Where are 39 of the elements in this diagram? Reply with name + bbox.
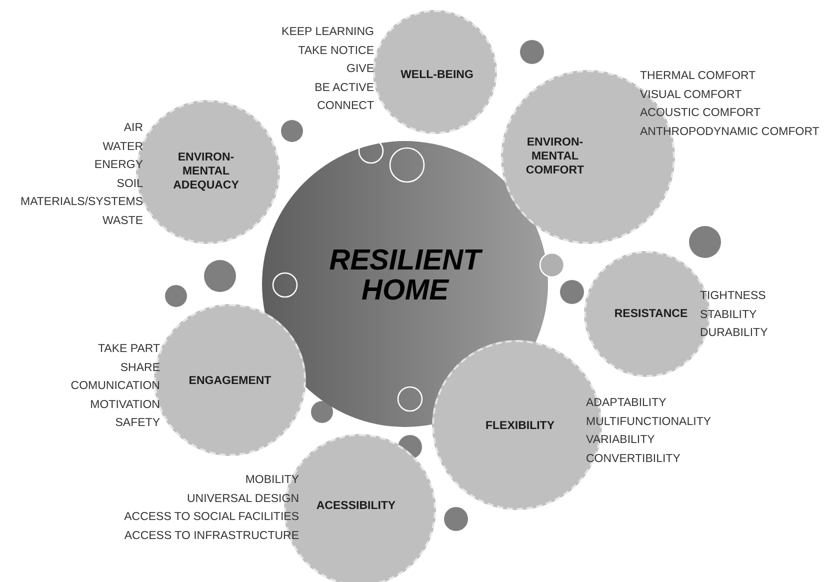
list-item: MATERIALS/SYSTEMS [20,195,143,209]
list-item: KEEP LEARNING [282,25,374,39]
list-item: ADAPTABILITY [586,396,666,410]
category-label: RESISTANCE [613,308,689,322]
list-item: VARIABILITY [586,433,655,447]
category-label: ACESSIBILITY [315,500,397,514]
category-label: ENGAGEMENT [188,375,272,389]
list-item: AIR [124,121,143,135]
list-item: WASTE [102,214,143,228]
list-item: ANTHROPODYNAMIC COMFORT [640,124,820,138]
list-item: CONNECT [317,99,374,113]
list-item: TAKE PART [98,342,160,356]
list-item: BE ACTIVE [314,80,374,94]
list-item: UNIVERSAL DESIGN [186,492,299,506]
list-item: TAKE NOTICE [298,44,374,58]
list-item: MULTIFUNCTIONALITY [586,414,712,428]
list-item: DURABILITY [700,326,768,340]
list-item: SOIL [116,176,143,190]
list-item: STABILITY [700,308,757,322]
category-label: ENVIRON-MENTAL ADEQUACY [172,151,240,193]
list-item: GIVE [346,62,374,76]
title-label: RESILIENT HOME [328,246,484,306]
list-item: CONVERTIBILITY [586,452,680,466]
list-item: COMUNICATION [70,379,160,393]
list-item: ACOUSTIC COMFORT [640,106,761,120]
list-item: ENERGY [94,158,143,172]
list-item: MOBILITY [245,473,299,487]
list-item: TIGHTNESS [700,289,766,303]
list-item: SHARE [120,360,160,374]
category-label: ENVIRON-MENTAL COMFORT [524,136,586,178]
list-item: WATER [102,140,143,154]
list-item: MOTIVATION [90,398,160,412]
list-item: THERMAL COMFORT [640,69,756,83]
category-label: WELL-BEING [400,69,474,83]
list-item: ACCESS TO SOCIAL FACILITIES [124,510,299,524]
list-item: ACCESS TO INFRASTRUCTURE [124,528,299,542]
category-label: FLEXIBILITY [484,420,556,434]
list-item: SAFETY [115,416,160,430]
list-item: VISUAL COMFORT [640,88,742,102]
